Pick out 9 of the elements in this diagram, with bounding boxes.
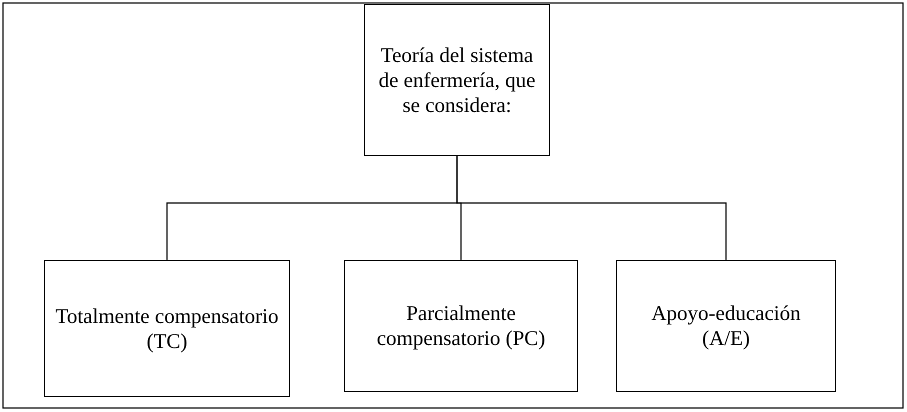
process-box: [364, 4, 550, 156]
connector-line: [456, 156, 727, 260]
process-box: [616, 260, 836, 392]
process-box: [44, 260, 290, 397]
box-label: Parcialmente compensatorio (PC): [376, 301, 546, 351]
box-label: Apoyo-educación (A/E): [650, 301, 802, 351]
process-box: [344, 260, 578, 392]
box-label: Teoría del sistema de enfermería, que se considera:: [378, 42, 536, 118]
box-label: Totalmente compensatorio (TC): [54, 304, 280, 354]
